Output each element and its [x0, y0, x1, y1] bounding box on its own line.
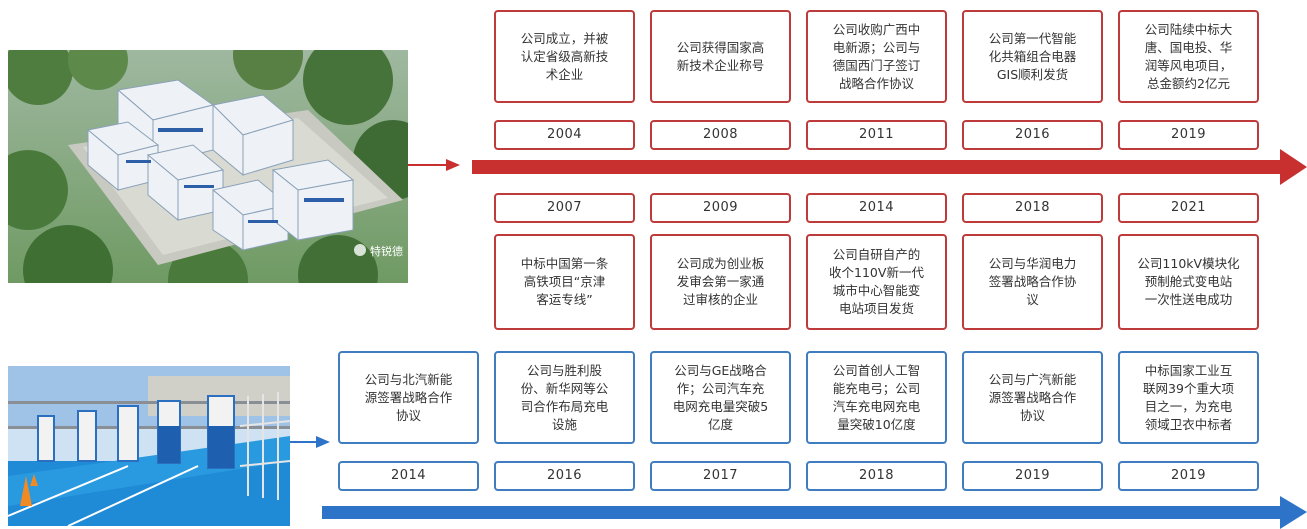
- red-connector-arrow: [408, 159, 460, 171]
- event-2011: 公司收购广西中 电新源；公司与 德国西门子签订 战略合作协议: [806, 10, 947, 103]
- year-label: 2019: [962, 461, 1103, 491]
- event-2007: 中标中国第一条 高铁项目“京津 客运专线”: [494, 234, 635, 330]
- year-label: 2009: [650, 193, 791, 223]
- charging-station-photo: [8, 366, 290, 526]
- blue-connector-arrow: [290, 436, 330, 448]
- year-label: 2018: [962, 193, 1103, 223]
- year-label: 2019: [1118, 461, 1259, 491]
- event-2014-baic: 公司与北汽新能 源签署战略合作 协议: [338, 351, 479, 444]
- red-timeline-arrow: [472, 149, 1307, 185]
- year-label: 2017: [650, 461, 791, 491]
- event-2014-substation: 公司自研自产的 收个110V新一代 城市中心智能变 电站项目发货: [806, 234, 947, 330]
- event-2017-ge: 公司与GE战略合 作；公司汽车充 电网充电量突破5 亿度: [650, 351, 791, 444]
- year-label: 2019: [1118, 120, 1259, 150]
- blue-timeline-arrow: [322, 496, 1307, 529]
- event-2009: 公司成为创业板 发审会第一家通 过审核的企业: [650, 234, 791, 330]
- event-2019-internet: 中标国家工业互 联网39个重大项 目之一，为充电 领域卫衣中标者: [1118, 351, 1259, 444]
- watermark-text: 特锐德: [370, 244, 403, 258]
- charging-station-illustration: [8, 366, 290, 526]
- event-2018-charging-bow: 公司首创人工智 能充电弓；公司 汽车充电网充电 量突破10亿度: [806, 351, 947, 444]
- substation-illustration: 特锐德: [8, 50, 408, 283]
- event-2016-charging: 公司与胜利股 份、新华网等公 司合作布局充电 设施: [494, 351, 635, 444]
- event-2019-wind: 公司陆续中标大 唐、国电投、华 润等风电项目， 总金额约2亿元: [1118, 10, 1259, 103]
- year-label: 2011: [806, 120, 947, 150]
- year-label: 2016: [494, 461, 635, 491]
- year-label: 2004: [494, 120, 635, 150]
- event-2008: 公司获得国家高 新技术企业称号: [650, 10, 791, 103]
- year-label: 2014: [806, 193, 947, 223]
- year-label: 2008: [650, 120, 791, 150]
- event-2018-huarun: 公司与华润电力 签署战略合作协 议: [962, 234, 1103, 330]
- event-2019-gac: 公司与广汽新能 源签署战略合作 协议: [962, 351, 1103, 444]
- substation-photo: 特锐德: [8, 50, 408, 283]
- year-label: 2016: [962, 120, 1103, 150]
- year-label: 2014: [338, 461, 479, 491]
- year-label: 2021: [1118, 193, 1259, 223]
- event-2016: 公司第一代智能 化共箱组合电器 GIS顺利发货: [962, 10, 1103, 103]
- year-label: 2018: [806, 461, 947, 491]
- event-2004: 公司成立，并被 认定省级高新技 术企业: [494, 10, 635, 103]
- year-label: 2007: [494, 193, 635, 223]
- event-2021: 公司110kV模块化 预制舱式变电站 一次性送电成功: [1118, 234, 1259, 330]
